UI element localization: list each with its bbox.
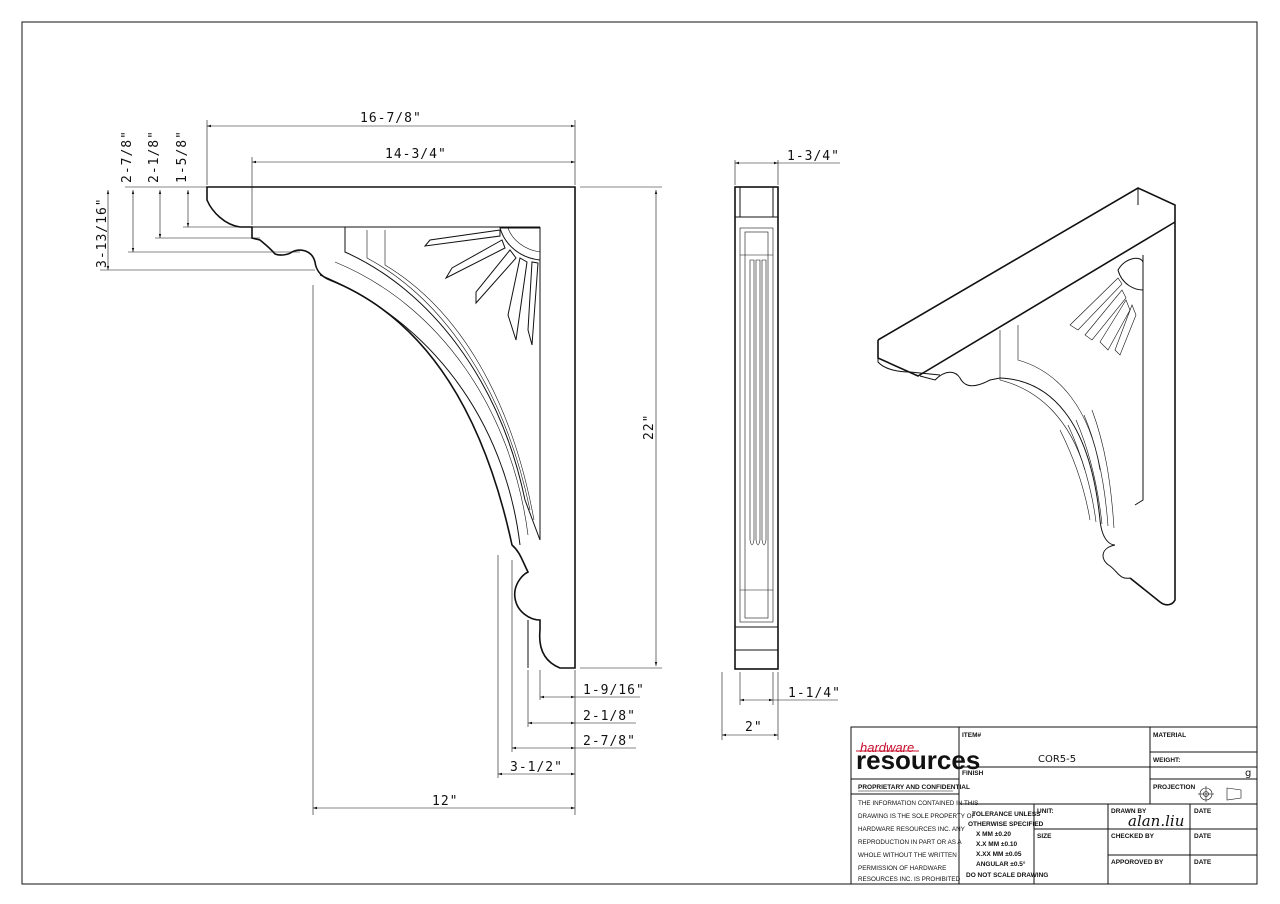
checked-by-label: CHECKED BY: [1111, 833, 1155, 840]
dim-height: 22": [642, 414, 657, 440]
front-view-outline: [206, 186, 576, 669]
size-label: SIZE: [1037, 833, 1052, 840]
dim-bottom-thickness: 1-1/4": [788, 686, 841, 701]
tolerance-line: ANGULAR ±0.5°: [976, 860, 1026, 868]
tolerance-line: X MM ±0.20: [976, 831, 1011, 838]
item-value: COR5-5: [1038, 754, 1076, 765]
item-label: ITEM#: [962, 732, 982, 739]
front-view: 16-7/8" 14-3/4" 2-7/8" 2-1/8" 1-5/8" 3-1…: [95, 111, 662, 815]
brand-logo: resources: [856, 745, 980, 775]
tolerance-line: X.XX MM ±0.05: [976, 851, 1022, 858]
dim-2-7-8-left: 2-7/8": [120, 130, 135, 183]
material-label: MATERIAL: [1153, 732, 1186, 739]
sheet-border: [21, 21, 1258, 885]
proprietary-line: THE INFORMATION CONTAINED IN THIS: [858, 800, 978, 807]
weight-value: g: [1245, 768, 1251, 779]
proprietary-line: RESOURCES INC. IS PROHIBITED: [858, 876, 961, 883]
dim-top-thickness: 1-3/4": [787, 149, 840, 164]
drawn-by-signature: alan.liu: [1128, 812, 1184, 830]
proprietary-line: REPRODUCTION IN PART OR AS A: [858, 839, 962, 846]
projection-label: PROJECTION: [1153, 784, 1196, 791]
dim-overall-thickness: 2": [745, 720, 763, 735]
dim-overall-width: 16-7/8": [360, 111, 422, 126]
finish-label: FINISH: [962, 770, 984, 777]
title-block: hardware resources PROPRIETARY AND CONFI…: [850, 726, 1258, 885]
drawn-by-label: DRAWN BY: [1111, 808, 1147, 815]
proprietary-line: HARDWARE RESOURCES INC. ANY: [858, 826, 966, 833]
proprietary-heading: PROPRIETARY AND CONFIDENTIAL: [858, 784, 970, 791]
tolerance-line: X.X MM ±0.10: [976, 841, 1018, 848]
dim-base-width: 12": [432, 794, 458, 809]
tolerance-line: DO NOT SCALE DRAWING: [966, 872, 1048, 879]
approved-by-label: APPOROVED BY: [1111, 859, 1164, 866]
date-label: DATE: [1194, 808, 1212, 815]
dim-3-1-2: 3-1/2": [510, 760, 563, 775]
dim-3-13-16: 3-13/16": [95, 197, 110, 268]
proprietary-line: DRAWING IS THE SOLE PROPERTY OF: [858, 813, 975, 820]
projection-symbol-icon: [1198, 786, 1242, 802]
dim-top-width: 14-3/4": [385, 147, 447, 162]
weight-label: WEIGHT:: [1153, 757, 1180, 764]
dim-2-1-8-left: 2-1/8": [147, 130, 162, 183]
date-label: DATE: [1194, 859, 1212, 866]
proprietary-line: PERMISSION OF HARDWARE: [858, 865, 946, 872]
date-label: DATE: [1194, 833, 1212, 840]
isometric-view: [877, 187, 1176, 606]
tolerance-line: OTHERWISE SPECIFIED: [968, 821, 1044, 828]
side-view: 1-3/4" 1-1/4" 2": [721, 149, 841, 740]
dim-1-5-8-left: 1-5/8": [175, 130, 190, 183]
dim-1-9-16: 1-9/16": [583, 683, 645, 698]
dim-2-1-8-bottom: 2-1/8": [583, 709, 636, 724]
dim-2-7-8-bottom: 2-7/8": [583, 734, 636, 749]
unit-label: UNIT:: [1037, 808, 1054, 815]
proprietary-line: WHOLE WITHOUT THE WRITTEN: [858, 852, 957, 859]
sunburst-carving: [423, 227, 541, 346]
tolerance-line: TOLERANCE UNLESS: [972, 811, 1041, 818]
